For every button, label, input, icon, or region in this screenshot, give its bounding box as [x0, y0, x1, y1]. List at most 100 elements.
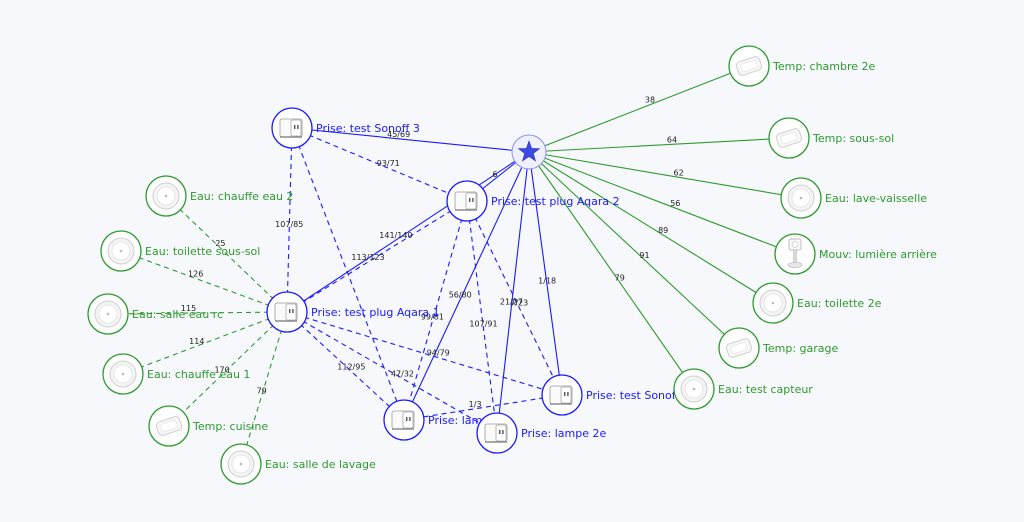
link-coord-a1: [286, 151, 530, 313]
link-label-coord-s3: 45/69: [387, 130, 410, 139]
node-tch[interactable]: Temp: chambre 2e: [728, 45, 876, 87]
link-label-a1-ece2: 25: [215, 239, 225, 248]
link-coord-etc: [528, 151, 695, 390]
link-label-a1-etss: 126: [188, 269, 203, 278]
node-a2[interactable]: Prise: test plug Aqara 2: [446, 180, 620, 222]
node-label: Eau: chauffe eau 1: [147, 368, 250, 381]
link-label-s2-lam: 1/3: [469, 400, 482, 409]
link-a2-s2: [466, 200, 563, 396]
link-coord-elv: [528, 151, 802, 199]
link-label-coord-et2: 89: [658, 226, 668, 235]
node-tss[interactable]: Temp: sous-sol: [768, 117, 894, 159]
node-etc[interactable]: Eau: test capteur: [673, 368, 813, 410]
node-coord[interactable]: [511, 134, 547, 170]
link-coord-l2e: [496, 151, 530, 434]
temp-sensor-icon: [155, 416, 183, 436]
node-etss[interactable]: Eau: toilette sous-sol: [100, 230, 260, 272]
node-label: Prise: lam: [428, 414, 482, 427]
node-label: Eau: test capteur: [718, 383, 813, 396]
link-label-s3-a1: 107/85: [275, 220, 303, 229]
link-a1-ece2: [165, 195, 288, 313]
node-label: Mouv: lumière arrière: [819, 248, 937, 261]
link-label-a2-a1: 113/123: [351, 253, 384, 262]
link-a1-s2: [286, 311, 563, 396]
link-coord-tch: [528, 65, 750, 153]
node-label: Eau: lave-vaisselle: [825, 192, 927, 205]
link-labels-layer: 3864625689917945/696141/1401/1856/8021/2…: [181, 96, 684, 409]
node-label: Eau: salle de lavage: [265, 458, 376, 471]
link-s3-a2: [291, 127, 468, 202]
plug-icon: [279, 118, 303, 138]
link-coord-et2: [528, 151, 774, 304]
node-label: Prise: test plug Aqara 2: [491, 195, 620, 208]
node-label: Temp: garage: [762, 342, 838, 355]
node-label: Prise: lampe 2e: [521, 427, 606, 440]
plug-icon: [274, 302, 298, 322]
link-label-a1-esrc: 115: [181, 304, 196, 313]
link-label-a2-l2e: 107/91: [469, 320, 497, 329]
plug-icon: [391, 410, 415, 430]
link-label-s3-a2: 93/71: [377, 159, 400, 168]
link-coord-tss: [528, 137, 790, 153]
link-coord-lam: [403, 151, 530, 421]
link-a1-tcu: [168, 311, 288, 427]
star-icon: [517, 140, 541, 162]
node-et2[interactable]: Eau: toilette 2e: [752, 282, 882, 324]
link-label-a1-tcu: 170: [214, 366, 229, 375]
link-label-a2-s2: 7/23: [510, 299, 528, 308]
link-label-a1-ece1: 114: [189, 337, 204, 346]
link-label-coord-l2e: 21/27: [500, 298, 523, 307]
link-label-coord-s2: 1/18: [538, 277, 556, 286]
link-a1-ece1: [122, 311, 288, 375]
water-sensor-icon: [107, 237, 135, 265]
link-label-coord-lam: 56/80: [449, 290, 472, 299]
node-mla[interactable]: Mouv: lumière arrière: [774, 233, 937, 275]
node-label: Eau: salle eau rc: [132, 308, 223, 321]
node-s3[interactable]: Prise: test Sonoff 3: [271, 107, 420, 149]
node-label: Temp: chambre 2e: [772, 60, 876, 73]
link-label-coord-a1: 141/140: [379, 231, 412, 240]
node-esl[interactable]: Eau: salle de lavage: [220, 443, 376, 485]
temp-sensor-icon: [735, 56, 763, 76]
node-tcu[interactable]: Temp: cuisine: [148, 405, 268, 447]
link-label-coord-mla: 56: [670, 199, 680, 208]
node-elv[interactable]: Eau: lave-vaisselle: [780, 177, 927, 219]
link-label-a1-esl: 79: [257, 387, 267, 396]
link-label-a2-lam: 99/81: [421, 312, 444, 321]
node-label: Eau: toilette 2e: [797, 297, 882, 310]
water-sensor-icon: [787, 184, 815, 212]
plug-icon: [484, 423, 508, 443]
node-ece1[interactable]: Eau: chauffe eau 1: [102, 353, 250, 395]
plug-icon: [549, 385, 573, 405]
node-ece2[interactable]: Eau: chauffe eau 2: [145, 175, 293, 217]
node-a1[interactable]: Prise: test plug Aqara 1: [266, 291, 440, 333]
link-coord-mla: [528, 151, 796, 255]
link-label-a1-lam: 112/95: [337, 362, 365, 371]
motion-sensor-icon: [787, 238, 803, 268]
node-l2e[interactable]: Prise: lampe 2e: [476, 412, 606, 454]
link-label-coord-a2: 6: [492, 170, 497, 179]
node-label: Eau: toilette sous-sol: [145, 245, 260, 258]
link-a1-etss: [120, 250, 288, 313]
link-a2-lam: [403, 200, 468, 421]
node-label: Prise: test Sonoff 3: [316, 122, 420, 135]
link-coord-s2: [528, 151, 563, 396]
node-lam[interactable]: Prise: lam: [383, 399, 482, 441]
link-label-coord-tss: 64: [667, 135, 677, 144]
nodes-layer: Prise: test Sonoff 3 Prise: test plug Aqa…: [87, 45, 937, 485]
node-label: Temp: cuisine: [192, 420, 268, 433]
link-coord-tga: [528, 151, 740, 349]
node-tga[interactable]: Temp: garage: [718, 327, 838, 369]
node-label: Prise: test plug Aqara 1: [311, 306, 440, 319]
node-s2[interactable]: Prise: test Sonoff 2: [541, 374, 690, 416]
water-sensor-icon: [94, 300, 122, 328]
node-label: Eau: chauffe eau 2: [190, 190, 293, 203]
link-s3-a1: [286, 127, 293, 313]
link-label-coord-tga: 91: [639, 251, 649, 260]
links-layer: [107, 65, 802, 465]
water-sensor-icon: [109, 360, 137, 388]
node-esrc[interactable]: Eau: salle eau rc: [87, 293, 223, 335]
link-label-a1-s2: 94/79: [427, 349, 450, 358]
water-sensor-icon: [680, 375, 708, 403]
